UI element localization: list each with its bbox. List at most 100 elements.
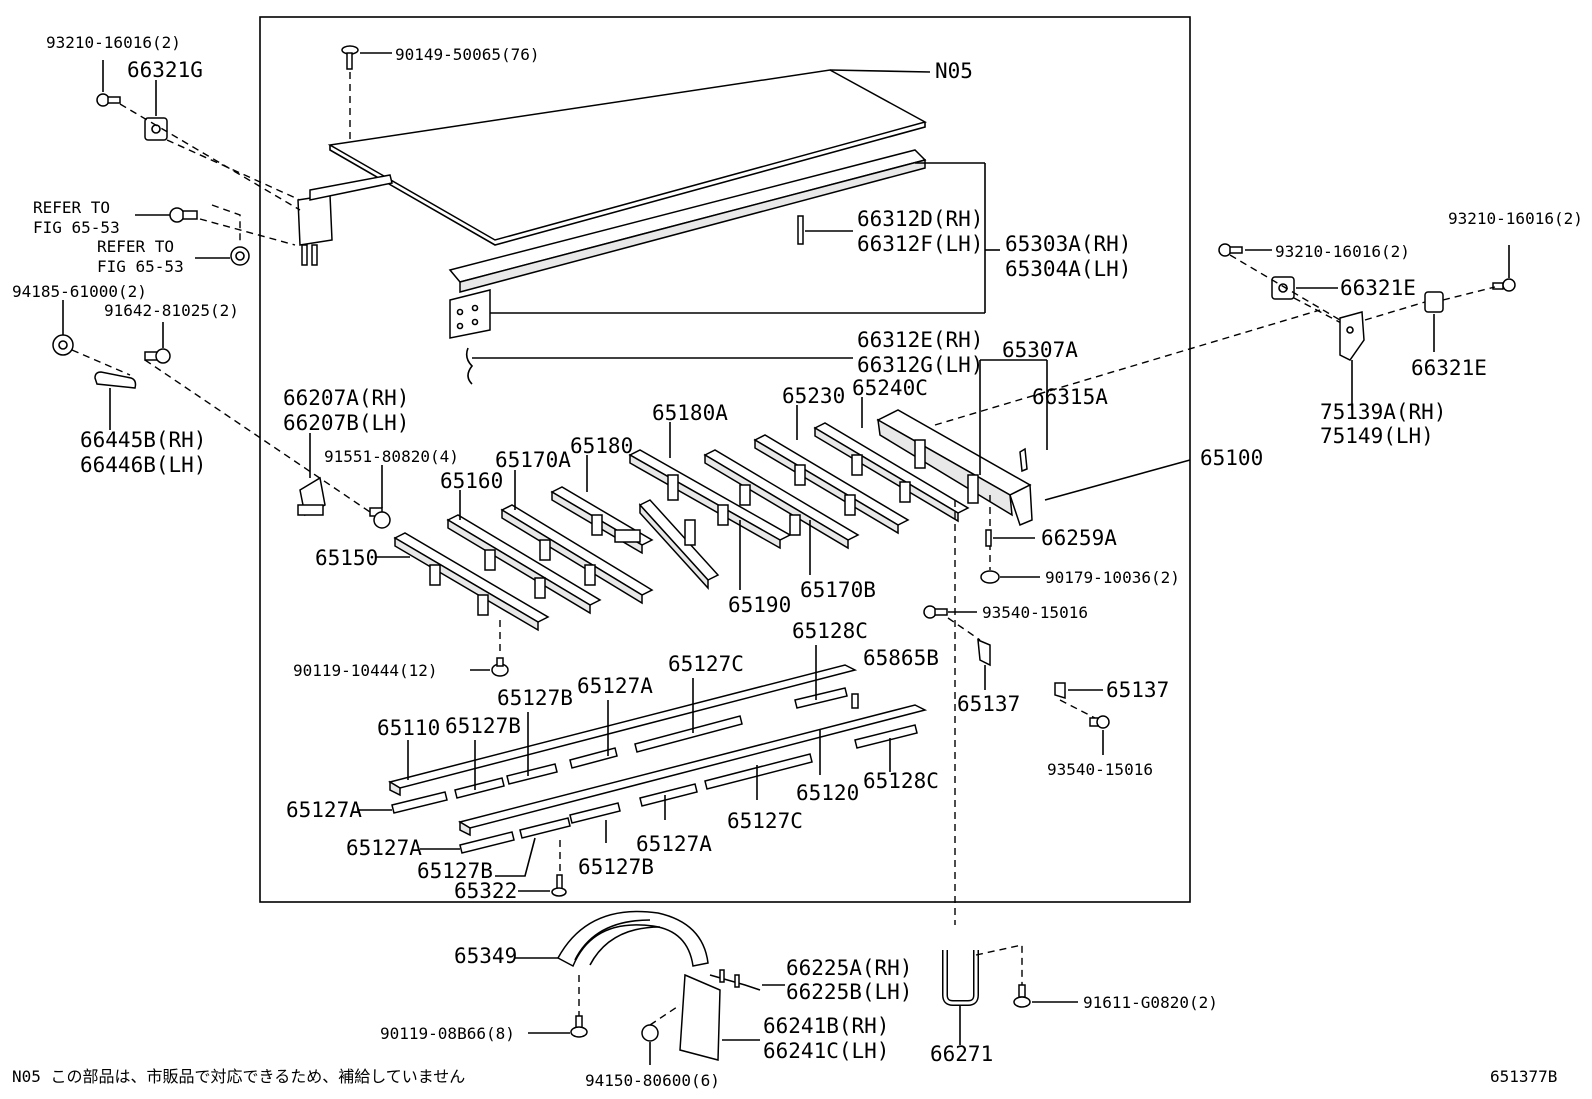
side-rail bbox=[448, 149, 927, 339]
part-label: N05 bbox=[935, 59, 973, 83]
part-label: 66259A bbox=[1041, 526, 1117, 550]
pin-icon bbox=[985, 529, 992, 547]
part-label: 65127C bbox=[668, 652, 744, 676]
part-label: 65100 bbox=[1200, 446, 1263, 470]
part-label: 65127A bbox=[636, 832, 712, 856]
rear-sill-65307A bbox=[876, 409, 1033, 527]
part-label: 65322 bbox=[454, 879, 517, 903]
part-label: 91642-81025(2) bbox=[104, 301, 239, 320]
part-label: 65127A bbox=[577, 674, 653, 698]
part-label: 66312F(LH) bbox=[857, 232, 983, 256]
nut-icon bbox=[641, 1024, 659, 1042]
part-label: 65128C bbox=[792, 619, 868, 643]
part-label: 65349 bbox=[454, 944, 517, 968]
part-label: 66271 bbox=[930, 1042, 993, 1066]
bolt-icon bbox=[1218, 243, 1243, 257]
pin-icon bbox=[797, 215, 804, 245]
part-label: 65127B bbox=[497, 686, 573, 710]
part-label: 66321E bbox=[1411, 356, 1487, 380]
part-label: 65180 bbox=[570, 434, 633, 458]
part-label: 66312D(RH) bbox=[857, 207, 983, 231]
bolt-icon bbox=[1089, 715, 1110, 729]
support-bracket bbox=[297, 476, 326, 517]
part-label: 75139A(RH) bbox=[1320, 400, 1446, 424]
part-label: 65137 bbox=[1106, 678, 1169, 702]
part-label: 66207A(RH) bbox=[283, 386, 409, 410]
cross-member-65170B bbox=[703, 449, 860, 550]
part-label: 65180A bbox=[652, 401, 728, 425]
stay-bracket-icon bbox=[1054, 682, 1066, 700]
bolt-icon bbox=[570, 1015, 588, 1038]
part-label: 66225A(RH) bbox=[786, 956, 912, 980]
part-label: 65120 bbox=[796, 781, 859, 805]
part-label: 65230 bbox=[782, 384, 845, 408]
cross-member-65240C bbox=[813, 422, 970, 523]
part-label: 65127B bbox=[578, 855, 654, 879]
nut-icon bbox=[52, 334, 74, 356]
part-label: 65127B bbox=[417, 859, 493, 883]
floor-panel bbox=[327, 69, 927, 246]
part-label: 65110 bbox=[377, 716, 440, 740]
part-label: 65127C bbox=[727, 809, 803, 833]
footnote: N05 この部品は、市販品で対応できるため、補給していません bbox=[12, 1067, 465, 1086]
screw-icon bbox=[551, 874, 567, 897]
figure-number: 651377B bbox=[1490, 1067, 1557, 1086]
bolt-icon bbox=[369, 507, 391, 529]
stay-bracket-icon bbox=[977, 638, 991, 667]
part-label: 90179-10036(2) bbox=[1045, 568, 1180, 587]
cross-member-65230 bbox=[753, 434, 910, 535]
part-label: 65865B bbox=[863, 646, 939, 670]
part-label: 65240C bbox=[852, 376, 928, 400]
bolt-icon bbox=[923, 605, 948, 619]
fender-icon bbox=[556, 910, 709, 968]
front-bracket bbox=[297, 174, 393, 266]
part-label: 90149-50065(76) bbox=[395, 45, 540, 64]
part-label: 65170B bbox=[800, 578, 876, 602]
part-label: 91611-G0820(2) bbox=[1083, 993, 1218, 1012]
part-label: 66321E bbox=[1340, 276, 1416, 300]
mudflap-bracket-icon bbox=[709, 969, 761, 991]
part-label: 65150 bbox=[315, 546, 378, 570]
part-label: 65128C bbox=[863, 769, 939, 793]
part-label: 66207B(LH) bbox=[283, 411, 409, 435]
bolt-icon bbox=[96, 93, 121, 107]
part-label: 90119-08B66(8) bbox=[380, 1024, 515, 1043]
part-label: 91551-80820(4) bbox=[324, 447, 459, 466]
part-label: 65170A bbox=[495, 448, 571, 472]
clamp-icon bbox=[94, 371, 137, 389]
nut-icon bbox=[230, 246, 250, 266]
assembly-frame bbox=[259, 16, 1191, 903]
bolt-icon bbox=[144, 348, 171, 364]
pin-icon bbox=[1019, 447, 1028, 473]
part-label: 66321G bbox=[127, 58, 203, 82]
bolt-icon bbox=[169, 207, 198, 223]
bolt-icon bbox=[491, 657, 509, 677]
hinge-bracket-icon bbox=[1339, 311, 1365, 361]
screw-icon bbox=[341, 45, 359, 70]
part-label: 93210-16016(2) bbox=[46, 33, 181, 52]
part-label: 65127A bbox=[346, 836, 422, 860]
part-label: 93210-16016(2) bbox=[1275, 242, 1410, 261]
nut-block-icon bbox=[144, 117, 168, 141]
cross-member-65190 bbox=[638, 499, 720, 590]
part-label: 66312G(LH) bbox=[857, 353, 983, 377]
part-label: 65303A(RH) bbox=[1005, 232, 1131, 256]
part-label: 65307A bbox=[1002, 338, 1078, 362]
part-label: 65304A(LH) bbox=[1005, 257, 1131, 281]
spacers bbox=[391, 687, 918, 854]
nut-icon bbox=[980, 570, 1000, 584]
part-label: 65190 bbox=[728, 593, 791, 617]
part-label: 66312E(RH) bbox=[857, 328, 983, 352]
part-label: 93210-16016(2) bbox=[1448, 209, 1583, 228]
mudflap-icon bbox=[679, 973, 721, 1061]
u-loop-icon bbox=[942, 950, 979, 1006]
part-label: 94185-61000(2) bbox=[12, 282, 147, 301]
part-label: 66445B(RH) bbox=[80, 428, 206, 452]
cross-member-65160 bbox=[446, 514, 602, 615]
part-label: REFER TO bbox=[97, 237, 174, 256]
part-label: 65127A bbox=[286, 798, 362, 822]
part-label: 90119-10444(12) bbox=[293, 661, 438, 680]
part-label: FIG 65-53 bbox=[33, 218, 120, 237]
